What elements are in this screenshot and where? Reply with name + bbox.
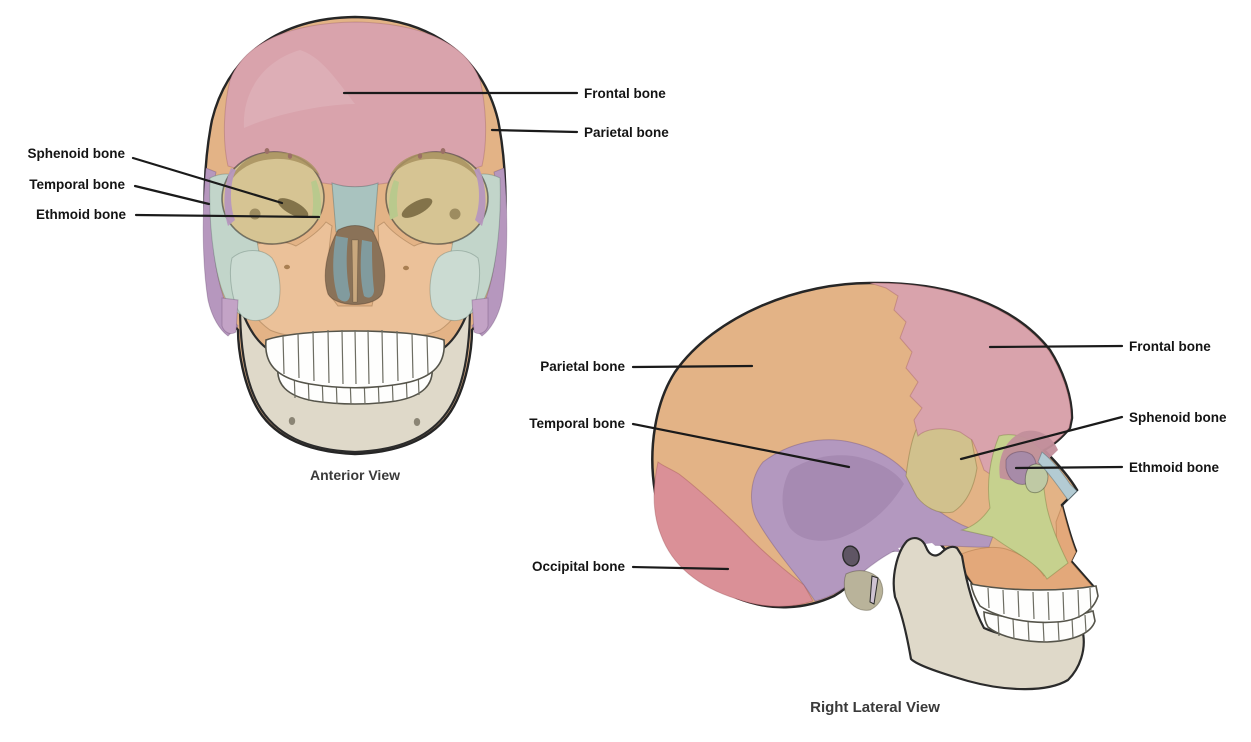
anterior-zygomatic-region (230, 251, 280, 321)
leader-anterior-ethmoid (136, 215, 319, 217)
orbit-lateral-sphenoid-crescent-right (474, 168, 486, 226)
label-anterior-sphenoid-bone: Sphenoid bone (27, 146, 126, 161)
leader-anterior-parietal (492, 130, 577, 132)
orbit-top-shadow (228, 152, 320, 186)
lateral-occipital-bone-region (654, 462, 813, 606)
styloid-process (870, 576, 878, 604)
lateral-view-caption: Right Lateral View (810, 699, 940, 716)
label-lateral-ethmoid-bone: Ethmoid bone (1129, 460, 1219, 475)
supraorbital-dot-3 (417, 153, 423, 159)
label-anterior-frontal-bone: Frontal bone (584, 86, 666, 101)
leader-anterior-temporal (135, 186, 209, 204)
nasal-concha-right (360, 240, 374, 298)
lateral-lower-teeth-separators (998, 615, 1086, 641)
anterior-orbit-left (219, 149, 327, 248)
supraorbital-dot-4 (440, 148, 446, 154)
mental-foramen-right (413, 418, 421, 426)
label-lateral-occipital-bone: Occipital bone (531, 559, 625, 574)
leader-lateral-frontal (990, 346, 1122, 347)
lateral-view-illustration (652, 283, 1098, 689)
orbit-medial-ethmoid-sliver-right (389, 180, 399, 220)
label-lateral-parietal-bone: Parietal bone (540, 359, 625, 374)
leader-lateral-parietal (633, 366, 752, 367)
mental-foramen-left (288, 417, 296, 425)
leader-lines (133, 93, 1122, 569)
label-lateral-frontal-bone: Frontal bone (1129, 339, 1211, 354)
orbit-foramen-spot (249, 208, 261, 220)
leader-lateral-sphenoid (961, 417, 1122, 459)
orbit-medial-ethmoid-sliver (311, 180, 321, 220)
upper-teeth-separators (283, 330, 428, 384)
lateral-nasal-bone-region (1038, 452, 1077, 500)
ear-canal-icon (841, 544, 862, 567)
label-lateral-temporal-bone: Temporal bone (529, 416, 625, 431)
infraorbital-foramen-left (284, 264, 290, 270)
nasal-septum (352, 240, 358, 302)
right-orbit-group (383, 149, 491, 248)
label-anterior-parietal-bone: Parietal bone (584, 125, 669, 140)
lower-teeth-separators (294, 369, 419, 404)
leader-lateral-ethmoid (1016, 467, 1122, 468)
superior-orbital-fissure (277, 198, 309, 218)
anterior-view-illustration (203, 17, 507, 454)
anterior-orbit-right (383, 149, 491, 248)
superior-orbital-fissure-right (401, 198, 433, 218)
right-temple-group (430, 168, 507, 336)
orbit-top-shadow-right (390, 152, 482, 186)
mastoid-region (844, 571, 882, 611)
orbit-lateral-sphenoid-crescent (224, 168, 236, 226)
anterior-view-caption: Anterior View (310, 467, 400, 483)
label-anterior-temporal-bone: Temporal bone (29, 177, 125, 192)
infraorbital-foramen-right (403, 265, 409, 271)
temporal-fossa-shading (782, 455, 904, 541)
leader-lateral-occipital (633, 567, 728, 569)
label-lateral-sphenoid-bone: Sphenoid bone (1129, 410, 1227, 425)
anterior-nasal-bridge (332, 183, 378, 232)
left-orbit-group (219, 149, 327, 248)
leader-lateral-temporal (633, 424, 849, 467)
supraorbital-dot-1 (264, 148, 270, 154)
frontal-shading (243, 50, 355, 128)
coronoid-tab (222, 298, 238, 334)
orbit-foramen-spot-right (449, 208, 461, 220)
supraorbital-dot-2 (287, 153, 293, 159)
coronoid-tab-right (472, 298, 488, 334)
lateral-upper-teeth-separators (988, 588, 1091, 620)
leader-anterior-sphenoid (133, 158, 282, 203)
anterior-teeth-group (266, 330, 444, 404)
nasal-concha-left (333, 236, 350, 302)
label-anterior-ethmoid-bone: Ethmoid bone (36, 207, 126, 222)
anterior-zygomatic-region-right (430, 251, 480, 321)
